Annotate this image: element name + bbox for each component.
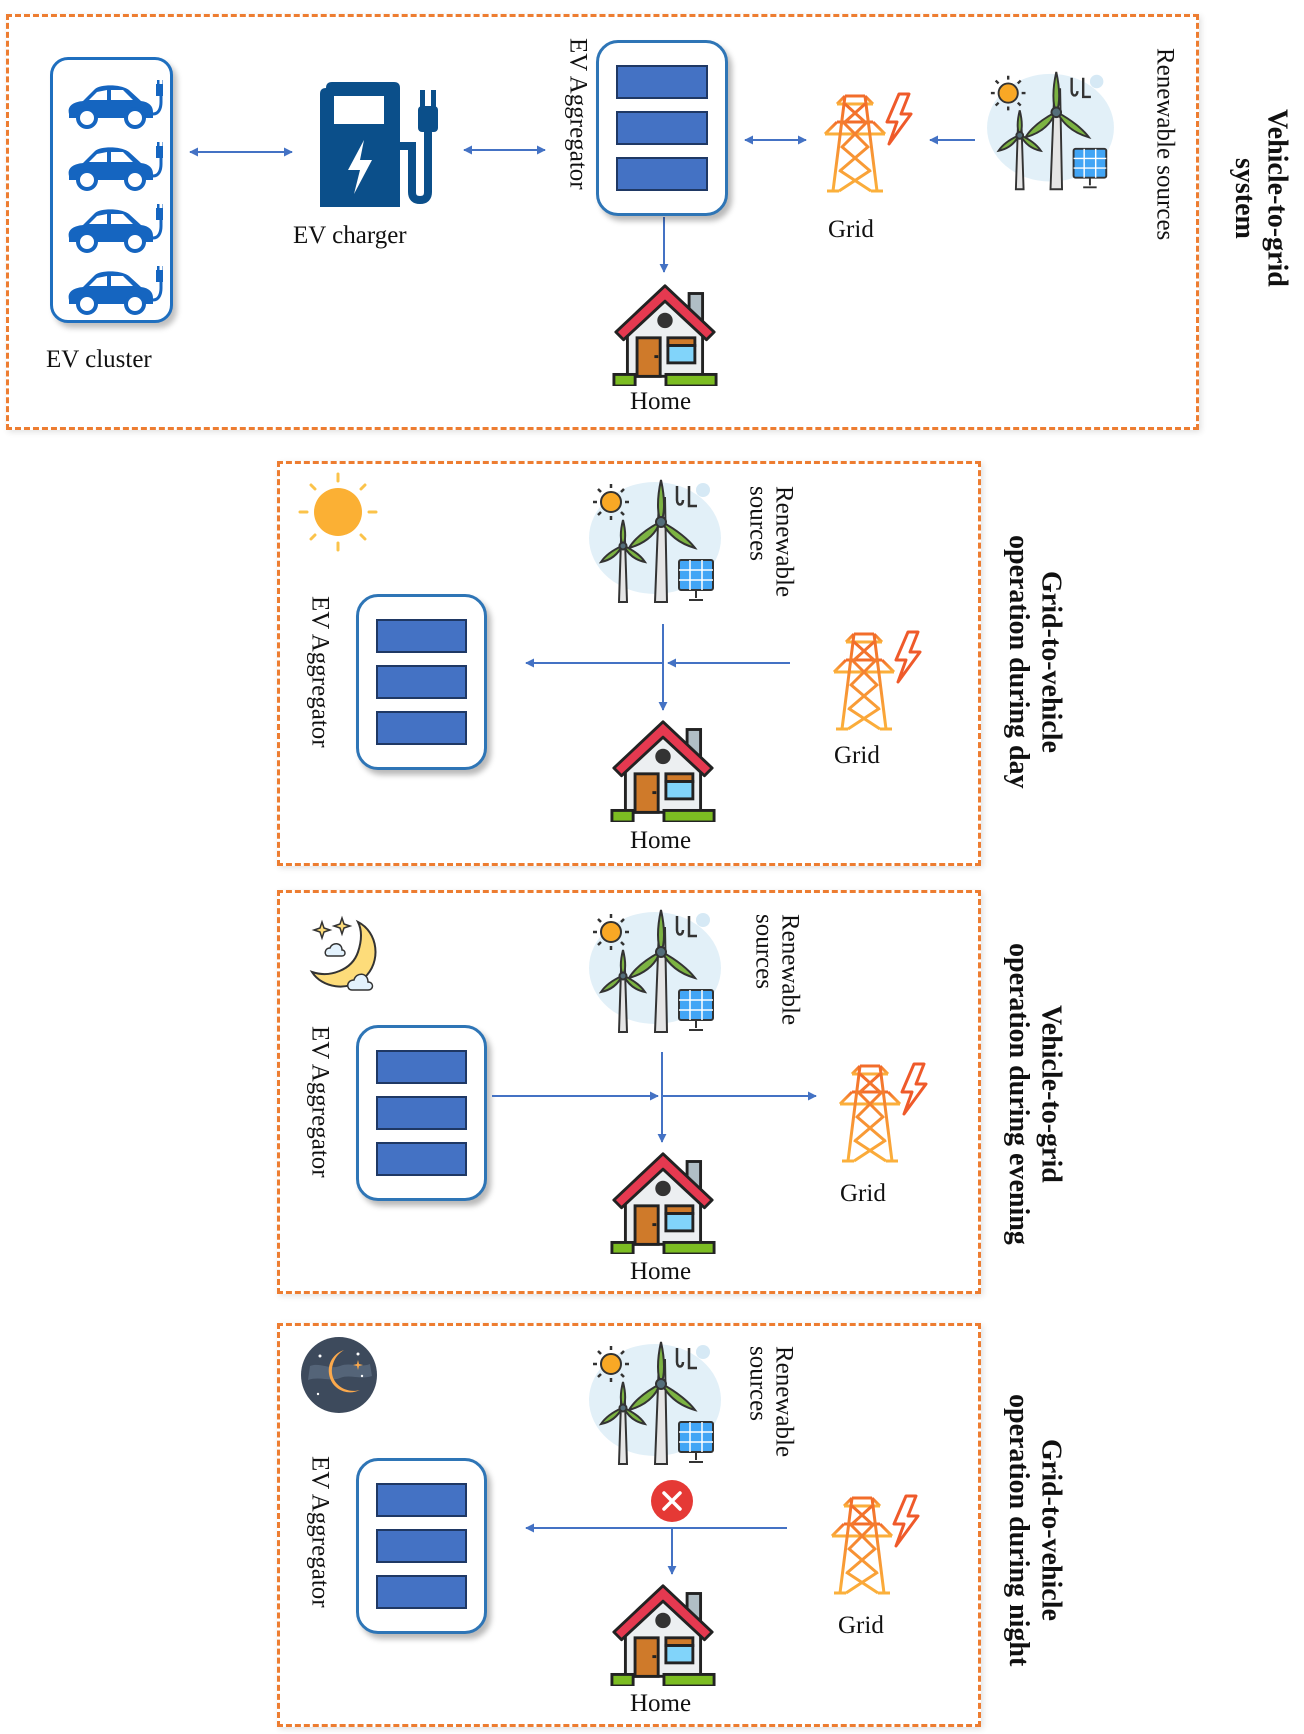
aggregator-bar	[376, 1050, 467, 1084]
sun-icon	[298, 472, 378, 552]
panel-v2g-system	[6, 14, 1199, 430]
home-label: Home	[630, 388, 692, 415]
aggregator-bar	[616, 111, 708, 145]
aggregator-bar	[376, 1529, 467, 1563]
ev-aggregator-box	[596, 40, 728, 216]
ev-cluster-box	[50, 57, 173, 323]
grid-label: Grid	[838, 1612, 884, 1639]
ev-charger-icon	[320, 82, 438, 207]
aggregator-bar	[376, 665, 467, 699]
flow-arrows-day	[525, 624, 790, 711]
home-label: Home	[630, 1690, 692, 1717]
renewables-line-2: sources	[744, 486, 772, 561]
ev-aggregator-box	[356, 1458, 487, 1634]
home-label: Home	[630, 827, 692, 854]
renewables-line-1: Renewable	[770, 486, 798, 598]
aggregator-label: EV Aggregator	[306, 1456, 334, 1608]
aggregator-bar	[616, 157, 708, 191]
renewables-line-1: Renewable	[776, 914, 804, 1026]
panel-title-v2g-evening: Vehicle-to-grid operation during evening	[1002, 924, 1066, 1264]
title-line-2: operation during evening	[1003, 943, 1035, 1245]
ev-cluster-label: EV cluster	[46, 346, 152, 373]
aggregator-bar	[616, 65, 708, 99]
flow-arrows-evening	[492, 1052, 817, 1143]
panel-g2v-day	[277, 461, 981, 866]
title-line-2: system	[1229, 157, 1261, 239]
aggregator-label: EV Aggregator	[564, 38, 592, 190]
aggregator-bar	[376, 711, 467, 745]
renewables-label: Renewable sources	[750, 914, 803, 1025]
panel-v2g-evening	[277, 890, 981, 1294]
title-line-2: operation during day	[1003, 535, 1035, 789]
panel-title-v2g-system: Vehicle-to-grid system	[1228, 78, 1292, 318]
renewables-label: Renewable sources	[1151, 48, 1179, 241]
aggregator-label: EV Aggregator	[306, 596, 334, 748]
aggregator-label: EV Aggregator	[306, 1026, 334, 1178]
ev-aggregator-box	[356, 594, 487, 770]
aggregator-bar	[376, 1142, 467, 1176]
blocked-x-icon	[651, 1480, 693, 1522]
panel-g2v-night	[277, 1323, 981, 1727]
night-moon-icon	[301, 1337, 377, 1413]
panel-title-g2v-night: Grid-to-vehicle operation during night	[1002, 1350, 1066, 1710]
aggregator-bar	[376, 619, 467, 653]
renewables-line-1: Renewable	[770, 1346, 798, 1458]
grid-tower-icon	[822, 1488, 922, 1598]
renewables-line-2: sources	[744, 1346, 772, 1421]
home-icon	[610, 1580, 716, 1686]
title-line-2: operation during night	[1003, 1393, 1035, 1667]
home-label: Home	[630, 1258, 692, 1285]
arrow-cluster-charger	[189, 135, 975, 273]
ev-charger-label: EV charger	[293, 222, 407, 249]
title-line-1: Grid-to-vehicle	[1035, 1439, 1067, 1621]
aggregator-bar	[376, 1096, 467, 1130]
grid-label: Grid	[834, 742, 880, 769]
aggregator-bar	[376, 1575, 467, 1609]
renewables-label: Renewable sources	[744, 1346, 797, 1457]
title-line-1: Vehicle-to-grid	[1035, 1005, 1067, 1183]
title-line-1: Grid-to-vehicle	[1035, 571, 1067, 753]
grid-label: Grid	[840, 1180, 886, 1207]
renewables-line-2: sources	[750, 914, 778, 989]
moon-clouds-icon	[309, 915, 377, 991]
aggregator-bar	[376, 1483, 467, 1517]
ev-aggregator-box	[356, 1025, 487, 1201]
grid-label: Grid	[828, 216, 874, 243]
renewables-label: Renewable sources	[744, 486, 797, 597]
title-line-1: Vehicle-to-grid	[1261, 109, 1293, 287]
panel-title-g2v-day: Grid-to-vehicle operation during day	[1002, 492, 1066, 832]
